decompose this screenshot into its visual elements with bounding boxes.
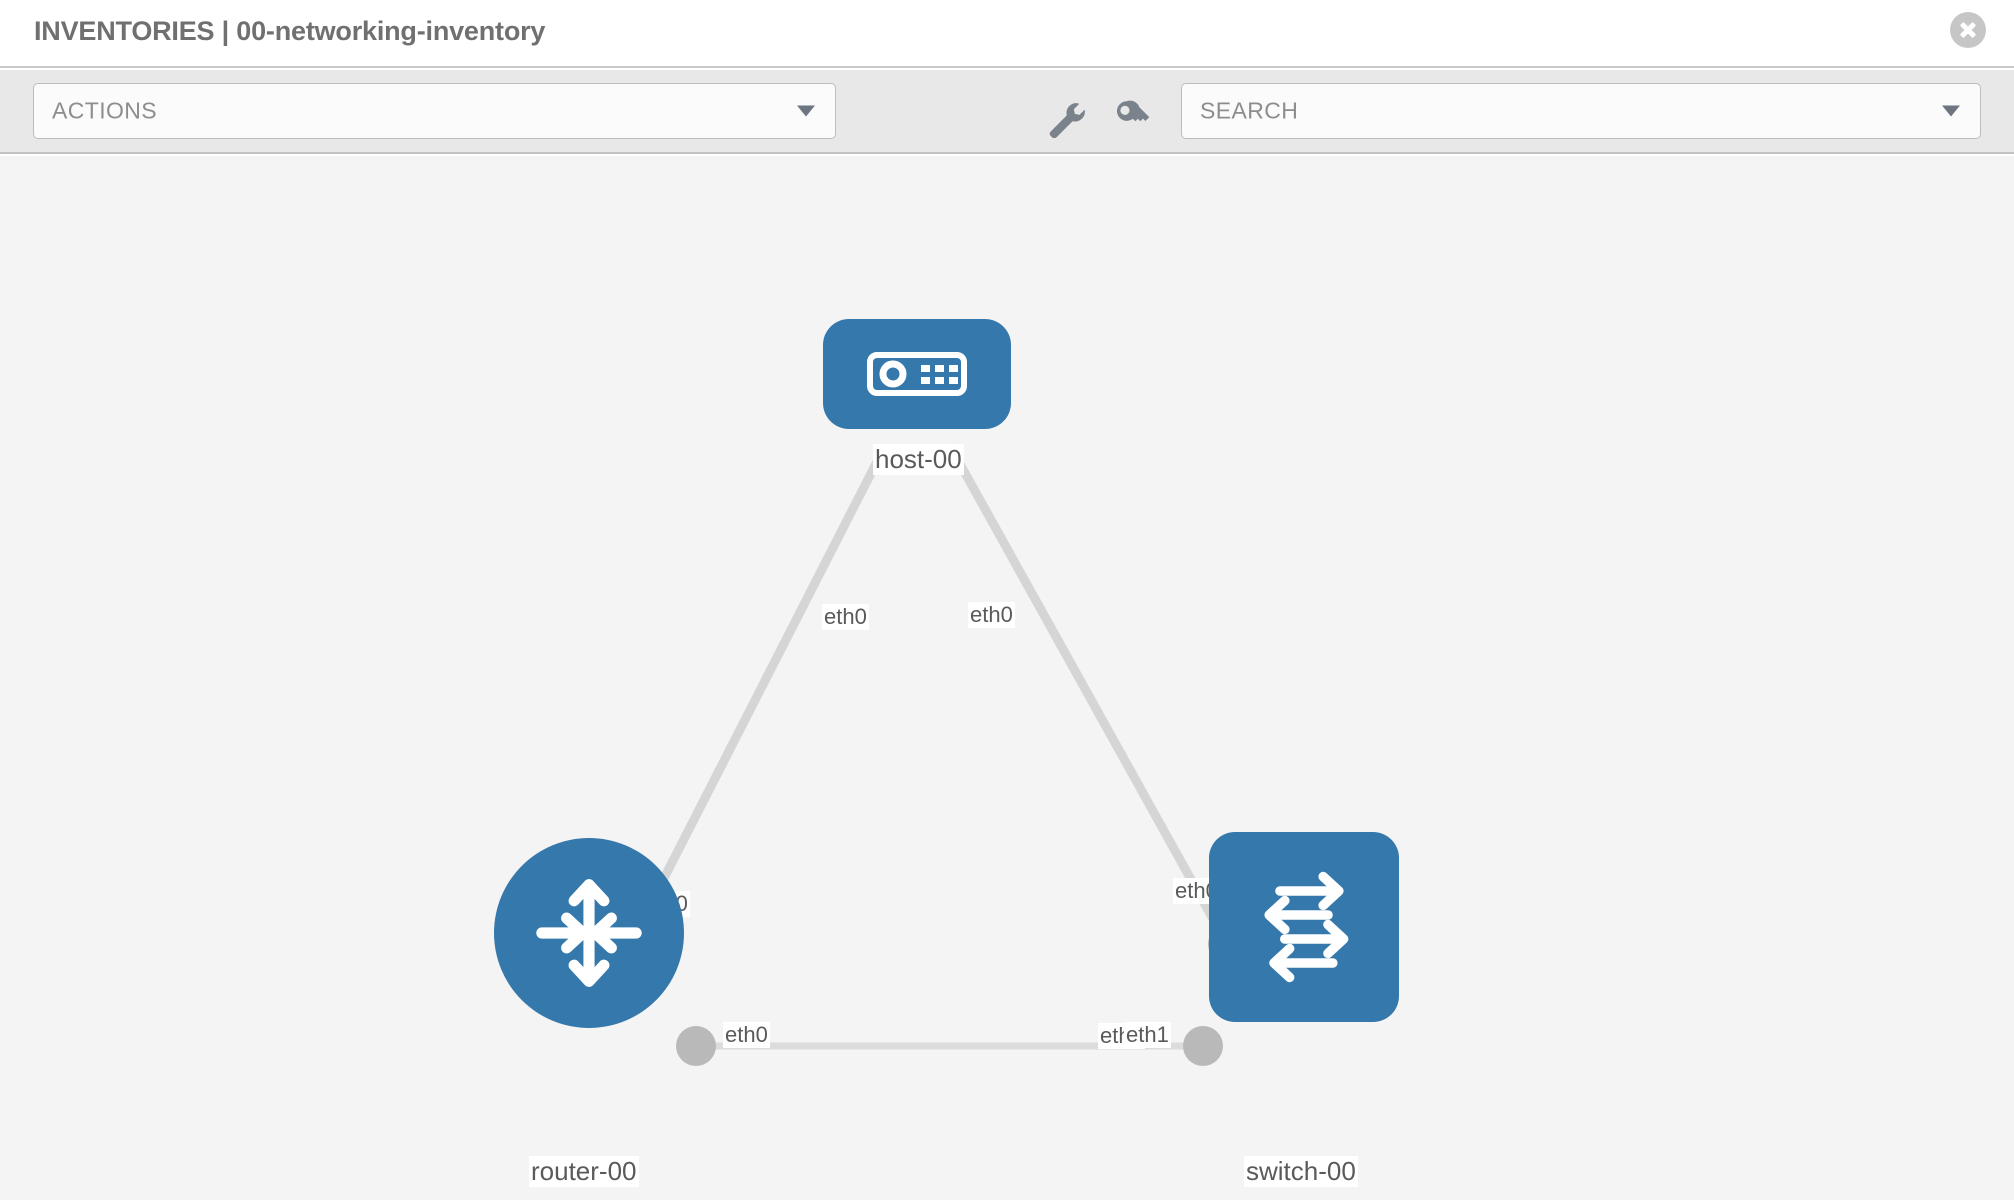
topology-canvas[interactable]: host-00 router-0	[0, 156, 2014, 1200]
chevron-down-icon	[797, 105, 815, 117]
page-header: INVENTORIES | 00-networking-inventory	[0, 0, 2014, 68]
actions-dropdown-label: ACTIONS	[52, 97, 158, 124]
server-icon	[867, 352, 967, 396]
actions-dropdown[interactable]: ACTIONS	[33, 83, 836, 139]
search-placeholder: SEARCH	[1200, 97, 1299, 124]
topology-edges	[655, 443, 1232, 1050]
port-nub[interactable]	[676, 1026, 716, 1066]
edge-label-host-eth0-left: eth0	[822, 604, 869, 630]
router-arrows-icon	[536, 879, 642, 987]
topology-node-host-00[interactable]	[823, 319, 1011, 429]
page-title: INVENTORIES | 00-networking-inventory	[34, 16, 546, 46]
edge-label-switch-eth1: eth1	[1124, 1022, 1171, 1048]
chevron-down-icon	[1942, 105, 1960, 117]
wrench-icon[interactable]	[1043, 96, 1085, 139]
toolbar: ACTIONS SEARCH	[0, 70, 2014, 154]
port-nub[interactable]	[1183, 1026, 1223, 1066]
topology-node-label-switch-00: switch-00	[1244, 1156, 1358, 1187]
edge-label-router-eth0-right: eth0	[723, 1022, 770, 1048]
topology-node-label-router-00: router-00	[529, 1156, 639, 1187]
search-input[interactable]: SEARCH	[1181, 83, 1981, 139]
close-icon[interactable]	[1950, 12, 1986, 48]
topology-node-switch-00[interactable]	[1209, 832, 1399, 1022]
topology-node-label-host-00: host-00	[873, 444, 964, 475]
edge-label-host-eth0-right: eth0	[968, 602, 1015, 628]
switch-arrows-icon	[1264, 871, 1349, 983]
key-icon[interactable]	[1112, 96, 1154, 138]
topology-node-router-00[interactable]	[494, 838, 684, 1028]
